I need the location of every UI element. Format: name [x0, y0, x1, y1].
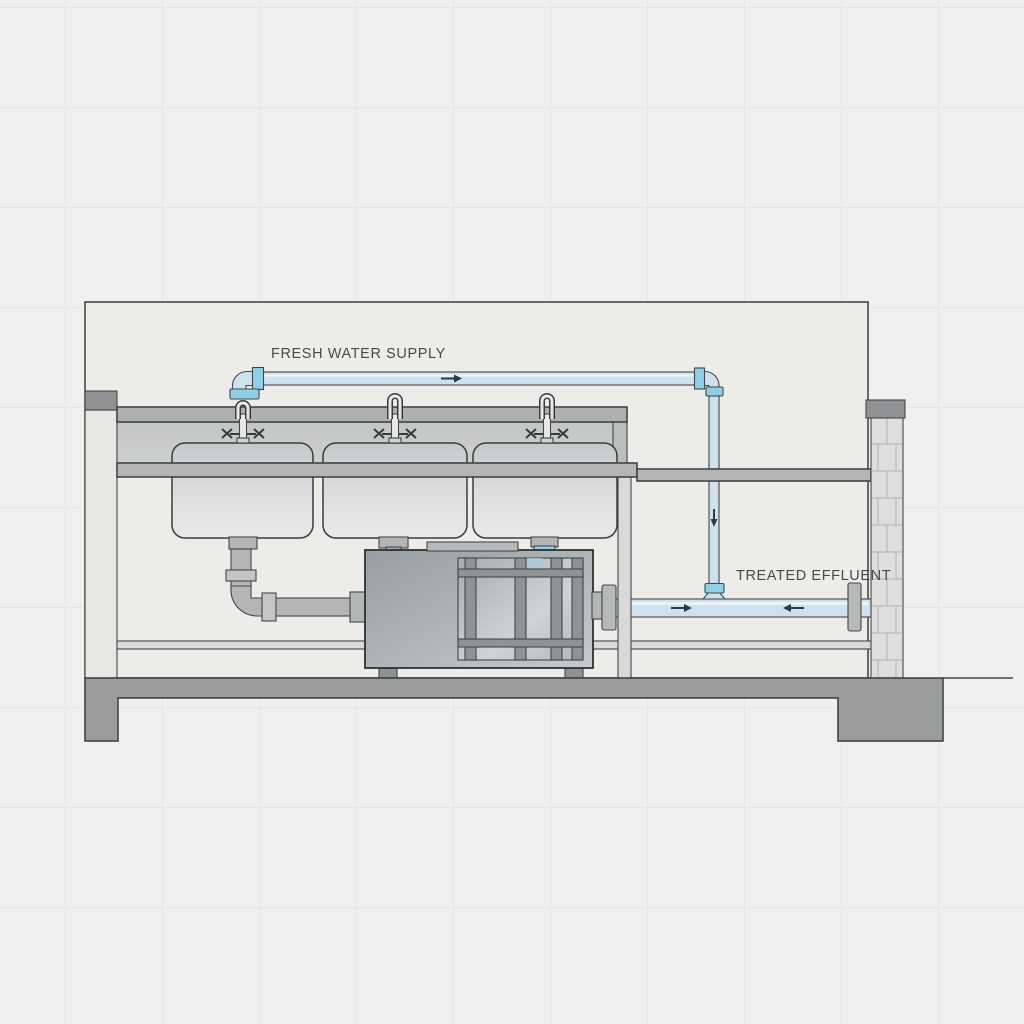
sink-basin-2 — [322, 442, 468, 539]
drain-coupling — [225, 569, 257, 582]
supply-flow-arrow — [441, 374, 462, 383]
flow-arrows — [441, 374, 804, 612]
treated-effluent-pipe — [614, 598, 872, 618]
supply-union-right — [693, 367, 706, 390]
effluent-flow-arrow-left-segment — [671, 604, 692, 612]
brick-wall-cap — [865, 399, 906, 419]
faucets — [221, 393, 569, 444]
sink-1-drain-assembly — [225, 536, 367, 623]
tank-baffles — [457, 557, 584, 661]
table-leg — [617, 476, 632, 679]
tank-outlet-flange — [601, 584, 617, 631]
tank-inlet-flange — [349, 591, 367, 623]
sink-2-drain-stub — [378, 536, 409, 549]
label-fresh-water-supply: FRESH WATER SUPPLY — [271, 346, 446, 362]
faucet-1-gooseneck — [236, 401, 250, 419]
faucet-2-handles — [373, 428, 417, 439]
sink-1-drain-stub — [228, 536, 258, 550]
effluent-flow-arrow-right-segment — [783, 604, 804, 612]
label-treated-effluent: TREATED EFFLUENT — [736, 568, 891, 584]
faucet-1-spout-tip — [236, 437, 250, 444]
faucet-2-spout-tip — [388, 437, 402, 444]
down-flow-arrow — [710, 509, 718, 527]
sink-basin-1 — [171, 442, 314, 539]
down-pipe-flange-top — [705, 386, 724, 397]
counter-front-rail — [116, 462, 638, 478]
supply-pipe-horizontal — [256, 371, 698, 386]
sink-1-drain-pipe-vertical — [230, 548, 252, 590]
sink-basins — [171, 442, 618, 539]
faucet-1 — [221, 400, 265, 444]
rail-extension — [636, 468, 872, 482]
brick-mortar-lines — [872, 417, 902, 678]
faucet-2 — [373, 393, 417, 444]
faucet-3-gooseneck — [540, 394, 554, 419]
sink-basin-3 — [472, 442, 618, 539]
faucet-1-handles — [221, 428, 265, 439]
drain-union-fitting — [261, 592, 277, 622]
faucet-3-spout-tip — [540, 437, 554, 444]
fresh-water-supply-pipe — [229, 366, 724, 587]
left-wall-column — [84, 409, 118, 679]
treatment-tank — [364, 541, 594, 680]
down-pipe-vertical — [708, 395, 720, 587]
brick-wall — [865, 399, 906, 679]
wall-pass-through-flange — [847, 582, 862, 632]
tee-flange — [704, 582, 725, 594]
tee-fitting — [701, 582, 727, 600]
supply-union-left — [251, 366, 265, 391]
left-wall-block — [84, 390, 118, 411]
faucet-1-supply-flange — [229, 388, 260, 400]
faucet-3-handles — [525, 428, 569, 439]
faucet-2-gooseneck — [388, 394, 402, 419]
faucet-3 — [525, 393, 569, 444]
tank-lid — [426, 541, 519, 552]
floor-slab — [84, 677, 944, 742]
drain-pipe-horizontal — [271, 597, 353, 617]
